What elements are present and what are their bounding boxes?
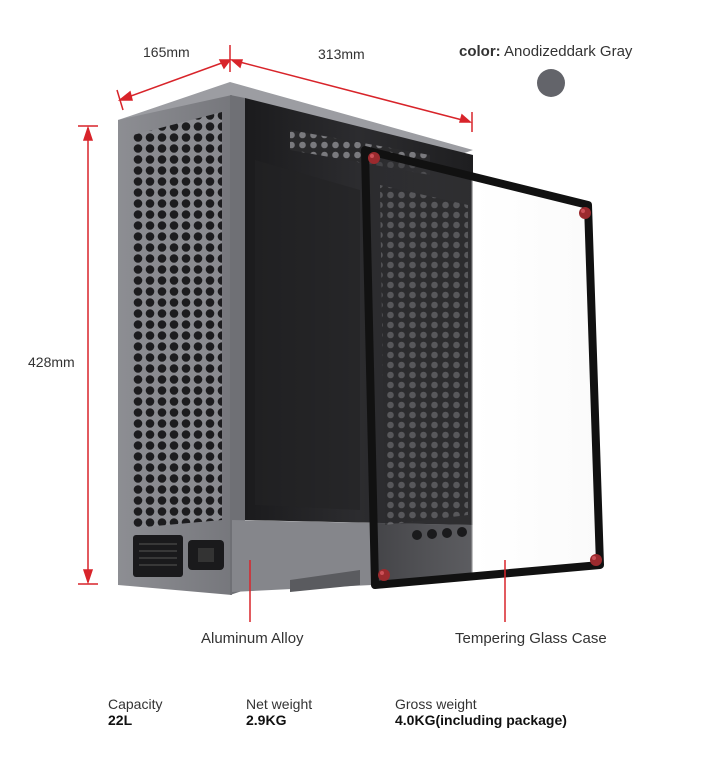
spec-gross-weight: Gross weight 4.0KG(including package) (395, 696, 567, 728)
spec-label: Gross weight (395, 696, 477, 712)
height-dimension: 428mm (28, 354, 75, 370)
length-dimension: 313mm (318, 46, 365, 62)
psu-fan (133, 535, 183, 577)
spec-value: 4.0KG(including package) (395, 712, 567, 728)
panel-callout: Tempering Glass Case (455, 630, 607, 647)
spec-value: 22L (108, 712, 133, 728)
case-side-perforation (133, 112, 222, 528)
depth-dimension: 165mm (143, 44, 190, 60)
dimension-lines (78, 45, 506, 622)
spec-capacity: Capacity 22L (108, 696, 162, 728)
material-callout: Aluminum Alloy (201, 630, 304, 647)
color-value: Anodizeddark Gray (504, 43, 633, 60)
spec-label: Capacity (108, 696, 163, 712)
color-swatch (537, 69, 565, 97)
color-label: color: (459, 43, 501, 60)
spec-net-weight: Net weight 2.9KG (246, 696, 312, 728)
color-caption: color: Anodizeddark Gray (459, 43, 632, 60)
spec-value: 2.9KG (246, 712, 287, 728)
spec-label: Net weight (246, 696, 313, 712)
